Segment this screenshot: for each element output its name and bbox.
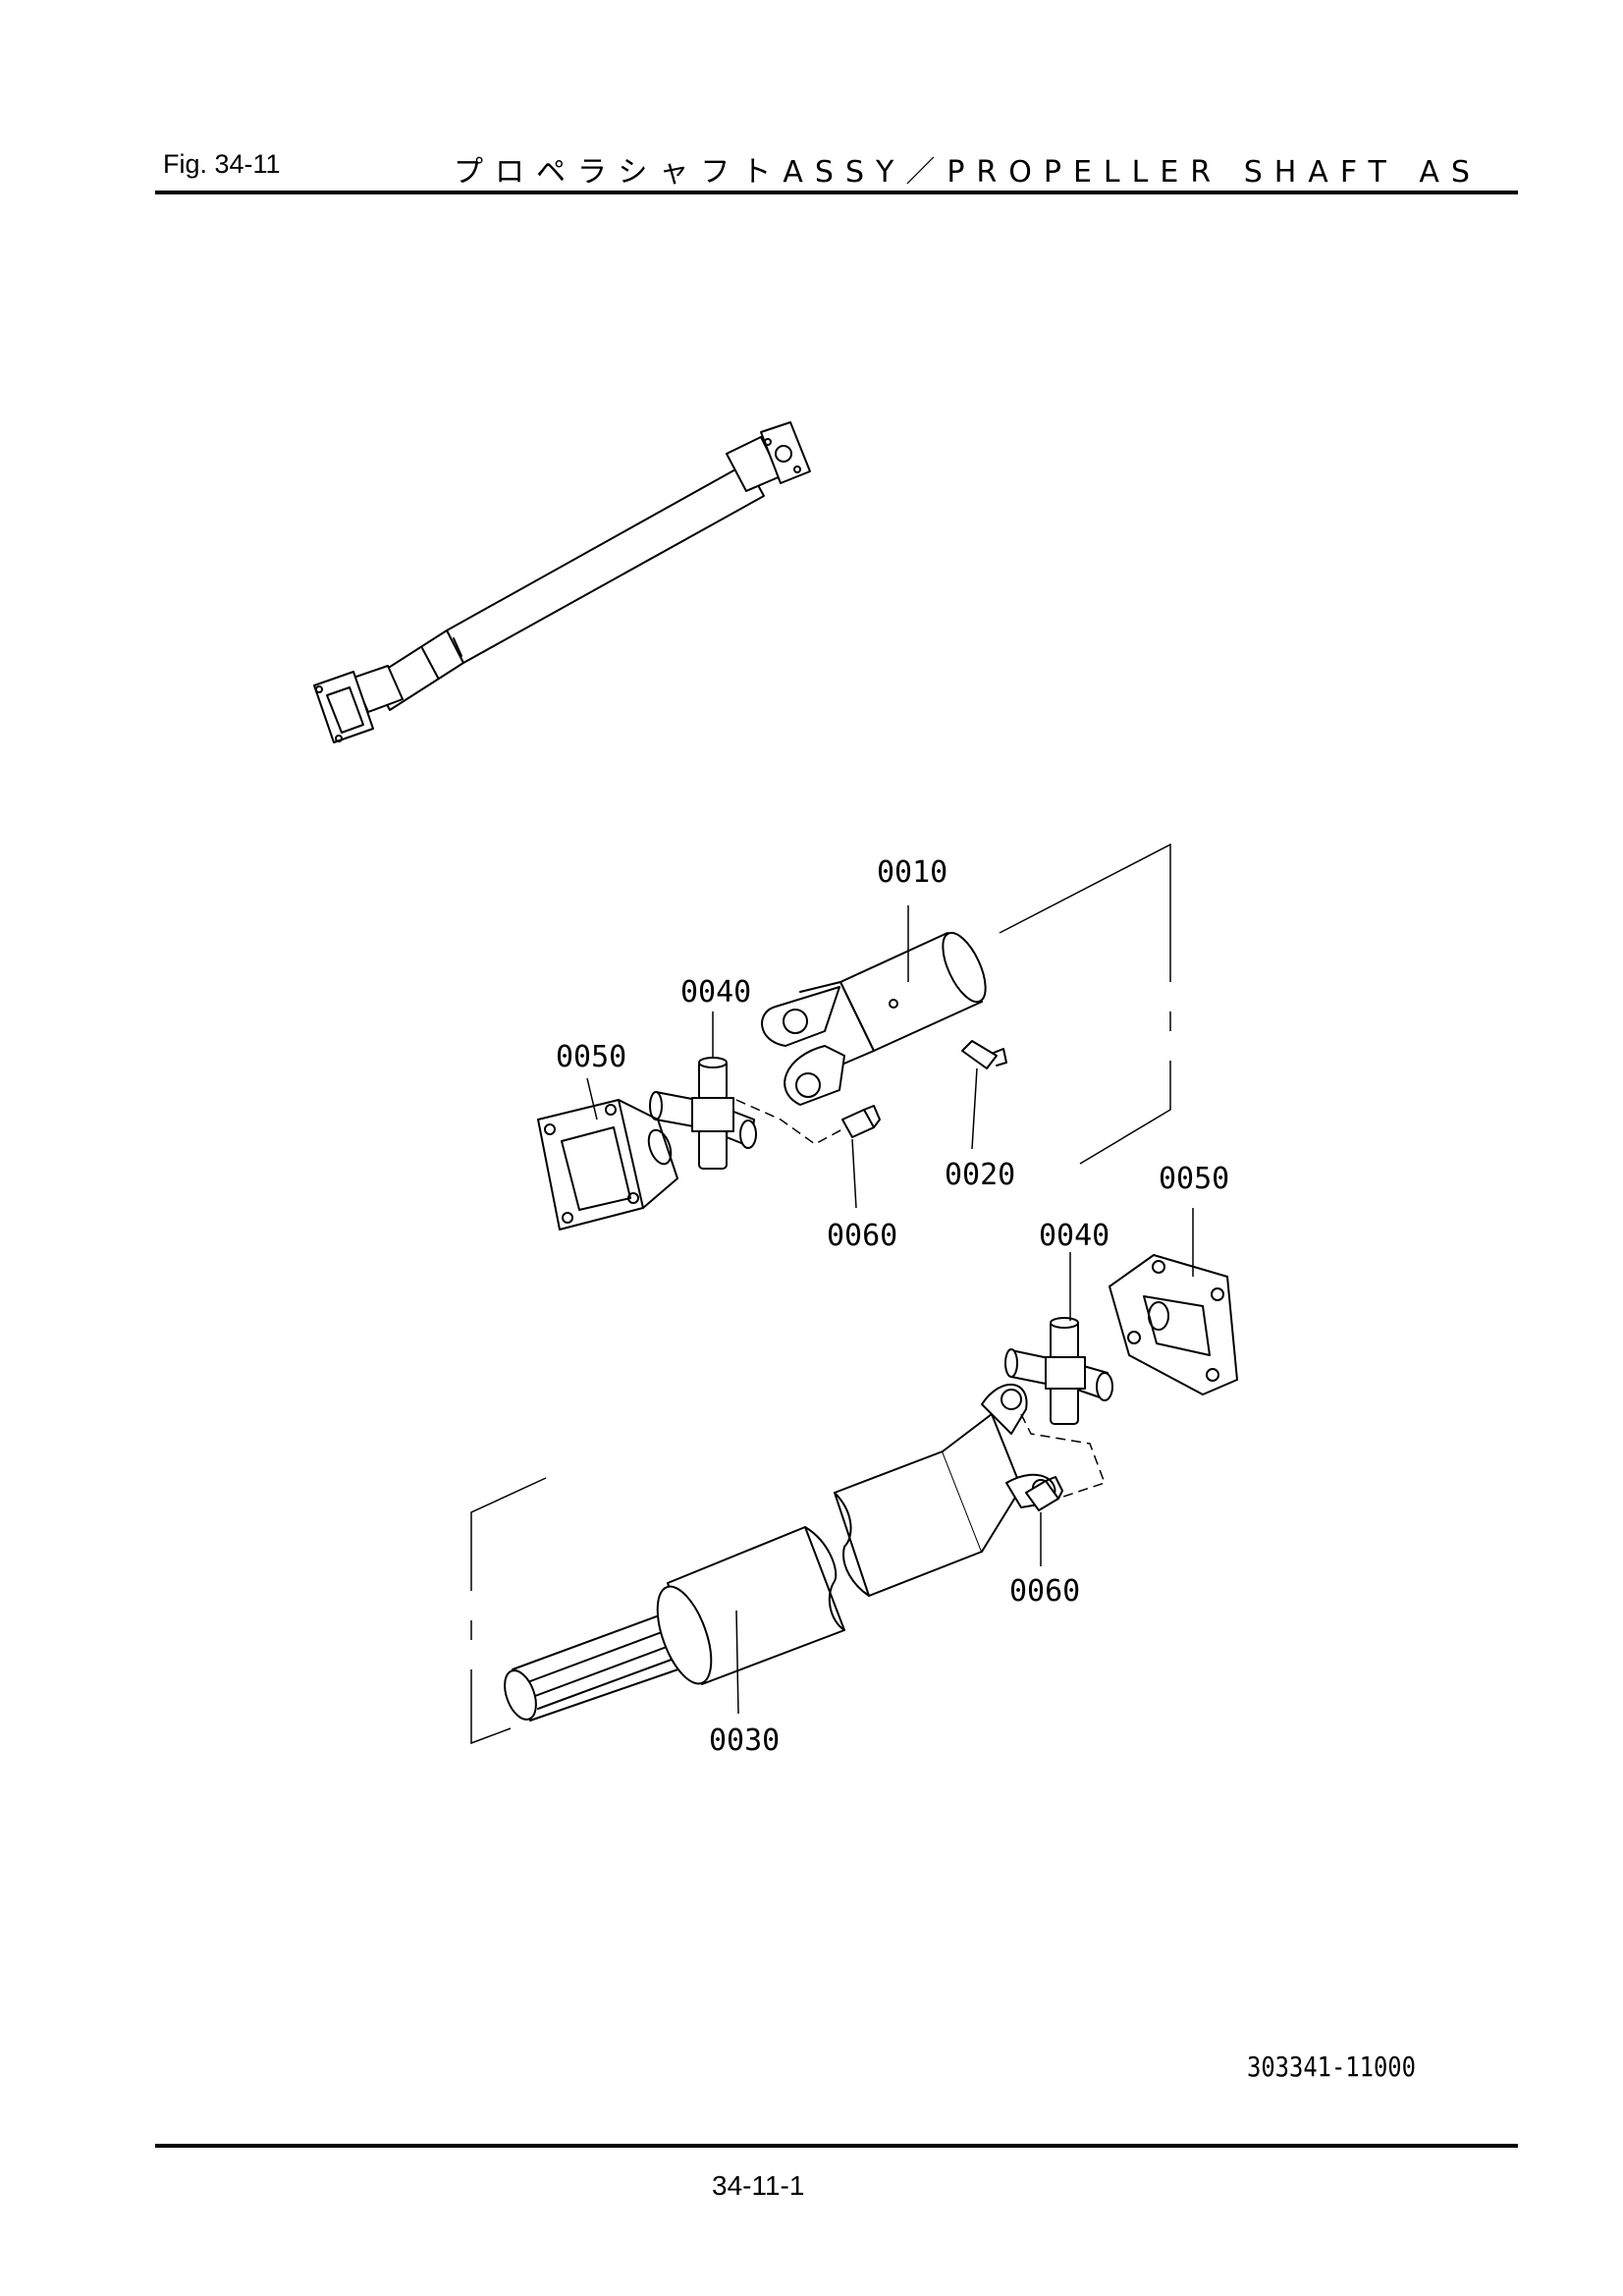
page-number: 34-11-1 xyxy=(712,2170,805,2201)
callout-0060-lower: 0060 xyxy=(1009,1574,1080,1609)
callout-0050-lower: 0050 xyxy=(1159,1162,1229,1196)
part-0040-spider-lower xyxy=(1004,1317,1113,1425)
part-0050-flange-upper xyxy=(537,1099,678,1230)
callout-0060-upper: 0060 xyxy=(827,1219,897,1253)
part-0060-nipple-upper xyxy=(841,1105,881,1138)
callout-0050-upper: 0050 xyxy=(556,1040,626,1074)
figure-number: Fig. 34-11 xyxy=(163,149,281,179)
header-rule xyxy=(155,191,1518,194)
page-title: プロペラシャフトASSY／PROPELLER SHAFT AS xyxy=(454,155,1482,190)
drawing-code: 303341-11000 xyxy=(1247,2050,1416,2083)
assembly-overview xyxy=(313,421,811,743)
part-0030-slip-shaft xyxy=(504,1384,1056,1722)
footer-rule xyxy=(155,2144,1518,2148)
callout-0020: 0020 xyxy=(945,1158,1015,1192)
callout-0040-lower: 0040 xyxy=(1039,1219,1109,1253)
callout-0030: 0030 xyxy=(709,1723,780,1758)
part-0050-flange-lower xyxy=(1109,1254,1238,1395)
part-0060-nipple-lower xyxy=(1025,1476,1063,1511)
part-0020-grease-nipple xyxy=(961,1040,1007,1069)
callout-0040-upper: 0040 xyxy=(680,975,751,1010)
part-0010-yoke-tube xyxy=(761,931,987,1106)
part-0040-spider-upper xyxy=(649,1057,757,1170)
callout-0010: 0010 xyxy=(877,855,947,890)
